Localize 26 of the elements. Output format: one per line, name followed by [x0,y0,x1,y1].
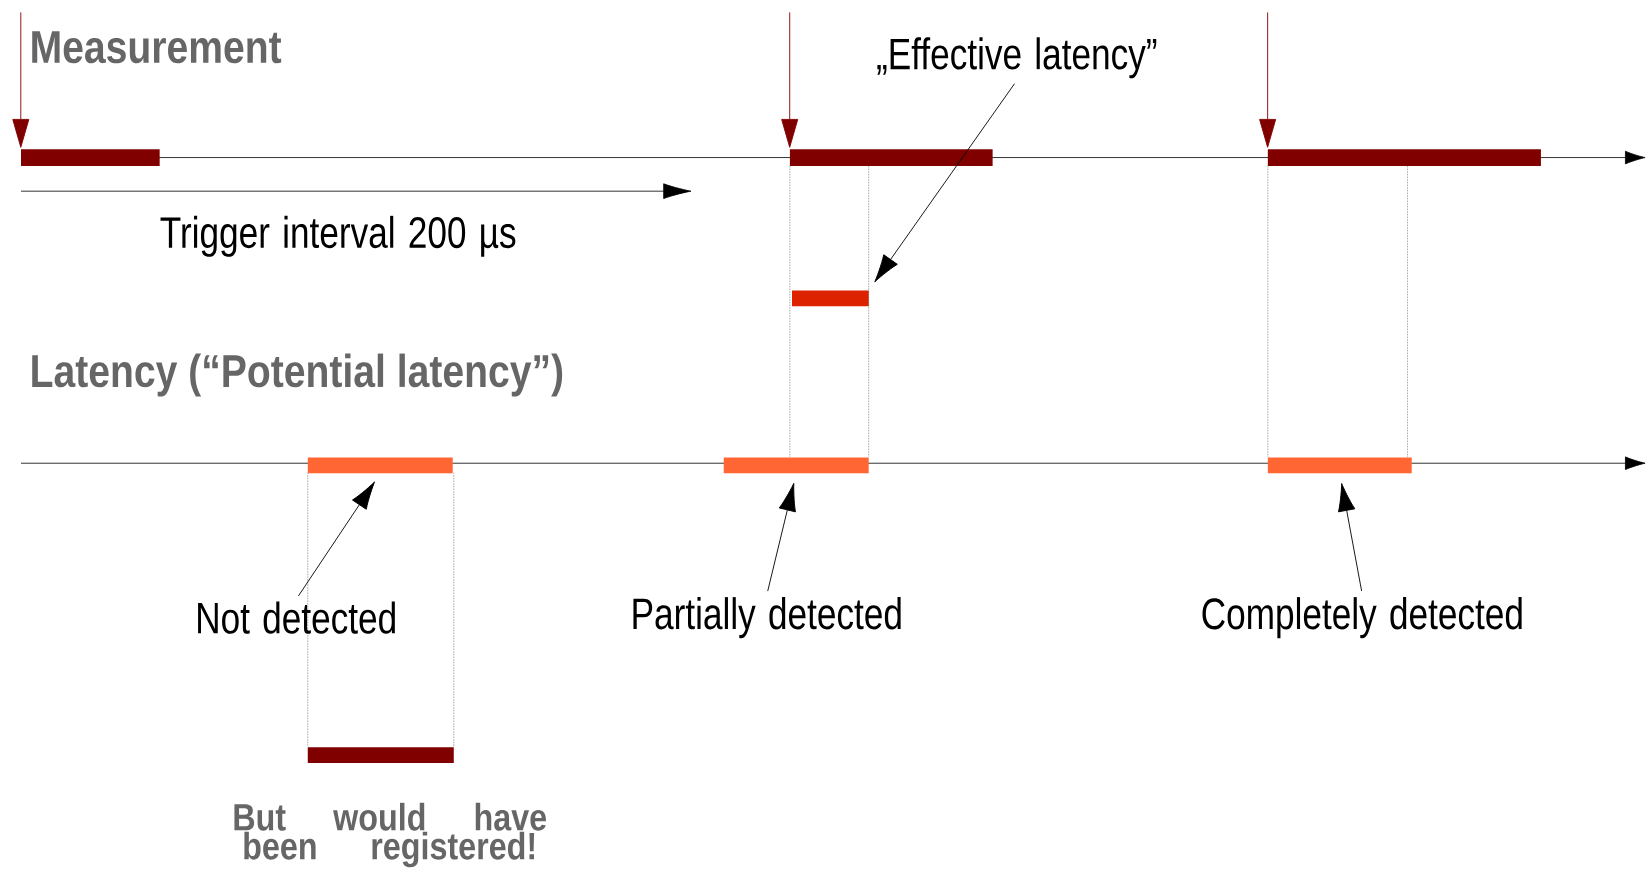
trigger-arrow [1259,12,1277,148]
trigger-arrow [12,12,30,148]
leader-line [1338,483,1363,592]
guide-line [1407,165,1408,458]
guide-line [868,165,869,458]
callout-text: „Effective latency” [877,37,1157,79]
callout-text: Completely detected [1202,597,1522,639]
timing-bar [1267,457,1412,474]
guide-line [789,165,791,458]
title-text: Latency (“Potential latency”) [32,353,563,397]
timing-bar [792,290,869,307]
timing-bar [307,747,454,764]
timing-bar [307,457,453,474]
guide-line [1267,165,1269,458]
timing-bar [723,457,869,474]
title-text: Measurement [32,31,282,64]
note-text: But would have been registered! [234,802,547,868]
callout-text: Not detected [198,601,395,634]
guide-line [453,473,455,748]
callout-text: Partially detected [633,597,901,639]
guide-line [307,473,309,748]
trigger-arrow [781,12,799,148]
leader-line [874,83,1015,283]
interval-label: Trigger interval 200 µs [160,215,516,257]
leader-line [767,483,796,592]
leader-line [298,481,375,597]
